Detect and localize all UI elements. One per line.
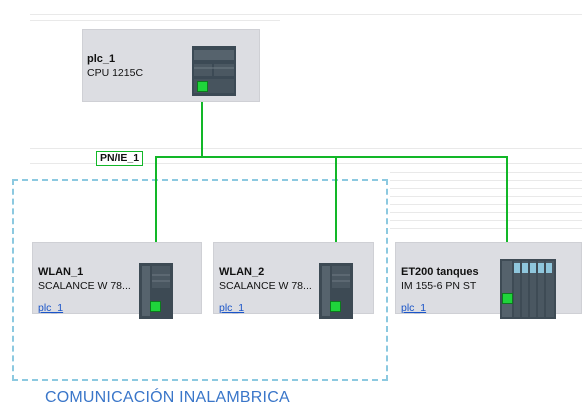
device-et200[interactable]: ET200 tanques IM 155-6 PN ST plc_1 — [395, 242, 582, 319]
device-wlan2[interactable]: WLAN_2 SCALANCE W 78... plc_1 — [213, 242, 374, 319]
grid-line — [390, 228, 582, 229]
ethernet-drop-wlan1 — [155, 156, 157, 302]
ethernet-port-wlan2[interactable] — [330, 301, 341, 312]
ethernet-bus — [155, 156, 508, 158]
ethernet-drop-et200 — [506, 156, 508, 296]
device-type: SCALANCE W 78... — [219, 280, 312, 292]
grid-line — [390, 204, 582, 205]
ethernet-port-plc[interactable] — [197, 81, 208, 92]
controller-link[interactable]: plc_1 — [401, 302, 427, 314]
ethernet-drop-plc — [201, 95, 203, 157]
device-name: WLAN_2 — [219, 266, 265, 278]
grid-line — [390, 212, 582, 213]
grid-line — [390, 172, 582, 173]
device-type: IM 155-6 PN ST — [401, 280, 477, 292]
ethernet-port-wlan1[interactable] — [150, 301, 161, 312]
ethernet-drop-wlan2 — [335, 156, 337, 302]
grid-line — [390, 180, 582, 181]
grid-line — [390, 196, 582, 197]
wireless-caption: COMUNICACIÓN INALAMBRICA — [45, 389, 290, 406]
device-type: SCALANCE W 78... — [38, 280, 131, 292]
device-plc[interactable]: plc_1 CPU 1215C — [82, 29, 260, 102]
controller-link[interactable]: plc_1 — [219, 302, 245, 314]
device-name: WLAN_1 — [38, 266, 84, 278]
io-module-rack-icon — [500, 259, 556, 319]
device-name: ET200 tanques — [401, 266, 479, 278]
grid-line — [30, 163, 582, 164]
network-label[interactable]: PN/IE_1 — [96, 151, 144, 166]
scalance-module-icon — [319, 263, 353, 319]
grid-line — [390, 188, 582, 189]
device-wlan1[interactable]: WLAN_1 SCALANCE W 78... plc_1 — [32, 242, 202, 319]
grid-line — [30, 20, 280, 21]
device-name: plc_1 — [87, 53, 116, 65]
grid-line — [30, 14, 582, 15]
ethernet-port-et200[interactable] — [502, 293, 513, 304]
wireless-group-frame — [12, 179, 388, 381]
grid-line — [30, 148, 582, 149]
device-type: CPU 1215C — [87, 67, 144, 79]
grid-line — [390, 220, 582, 221]
controller-link[interactable]: plc_1 — [38, 302, 64, 314]
